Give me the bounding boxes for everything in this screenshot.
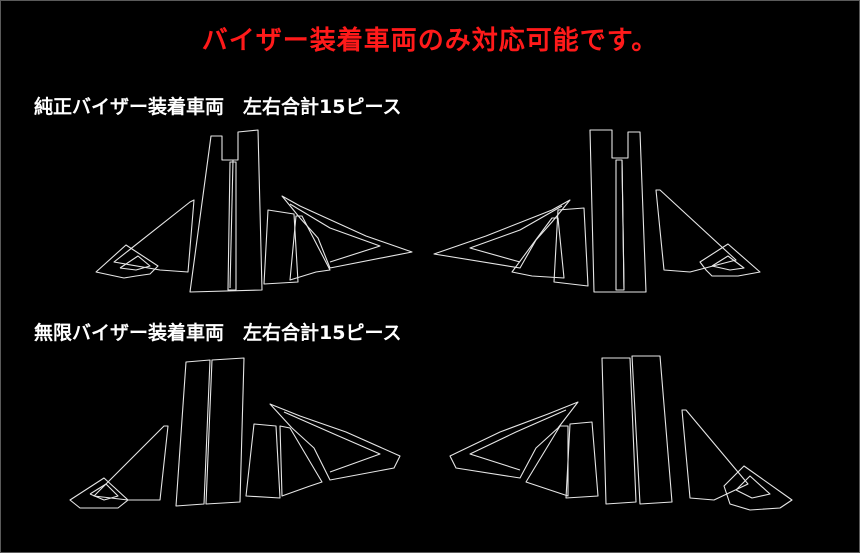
part-front-triangle xyxy=(93,425,169,501)
part-front-triangle xyxy=(655,189,737,273)
part-quarter-small xyxy=(263,209,299,285)
section-label-mugen-visor: 無限バイザー装着車両 左右合計15ピース xyxy=(34,322,402,344)
part-window-trim-inner xyxy=(469,409,567,471)
part-b-pillar-right xyxy=(205,357,245,505)
part-pillar-middle xyxy=(615,159,625,291)
part-arrow-piece xyxy=(723,465,793,511)
part-set-mugen-left xyxy=(69,357,401,509)
part-arrow-inner xyxy=(89,483,119,501)
part-b-pillar-left xyxy=(175,359,211,507)
part-arrow-inner xyxy=(119,255,151,271)
part-quarter-small xyxy=(565,421,599,499)
part-b-pillar-split xyxy=(229,159,234,289)
part-set-mugen-right xyxy=(449,355,793,511)
part-arrow-piece xyxy=(699,243,761,277)
part-quarter-small xyxy=(553,207,589,287)
part-arrow-inner xyxy=(711,255,745,271)
part-b-pillar-right xyxy=(631,355,673,505)
part-arrow-piece xyxy=(69,477,129,509)
part-b-pillar-notched xyxy=(589,129,647,293)
part-arrow-inner xyxy=(735,475,771,499)
part-window-trim-a xyxy=(511,217,565,279)
part-window-trim-inner xyxy=(283,411,381,473)
part-window-trim-a xyxy=(289,215,331,281)
part-window-trim-inner xyxy=(289,203,381,263)
part-window-trim-a xyxy=(525,425,569,497)
part-arrow-piece xyxy=(95,244,159,279)
headline: バイザー装着車両のみ対応可能です。 xyxy=(201,26,659,56)
part-window-trim-b xyxy=(449,401,579,479)
part-front-triangle xyxy=(681,409,749,501)
part-window-trim-inner xyxy=(469,205,563,263)
part-window-trim-a xyxy=(279,425,323,497)
part-window-trim-b xyxy=(281,195,413,269)
part-window-trim-b xyxy=(433,199,571,269)
part-b-pillar-notched xyxy=(189,129,263,293)
part-b-pillar-left xyxy=(601,357,637,505)
part-window-trim-b xyxy=(269,403,401,481)
section-label-oem-visor: 純正バイザー装着車両 左右合計15ピース xyxy=(34,96,402,118)
part-pillar-middle xyxy=(227,161,237,291)
part-front-triangle xyxy=(113,199,195,273)
part-set-oem-left xyxy=(95,129,413,293)
part-quarter-small xyxy=(245,423,281,499)
part-set-oem-right xyxy=(433,129,761,293)
